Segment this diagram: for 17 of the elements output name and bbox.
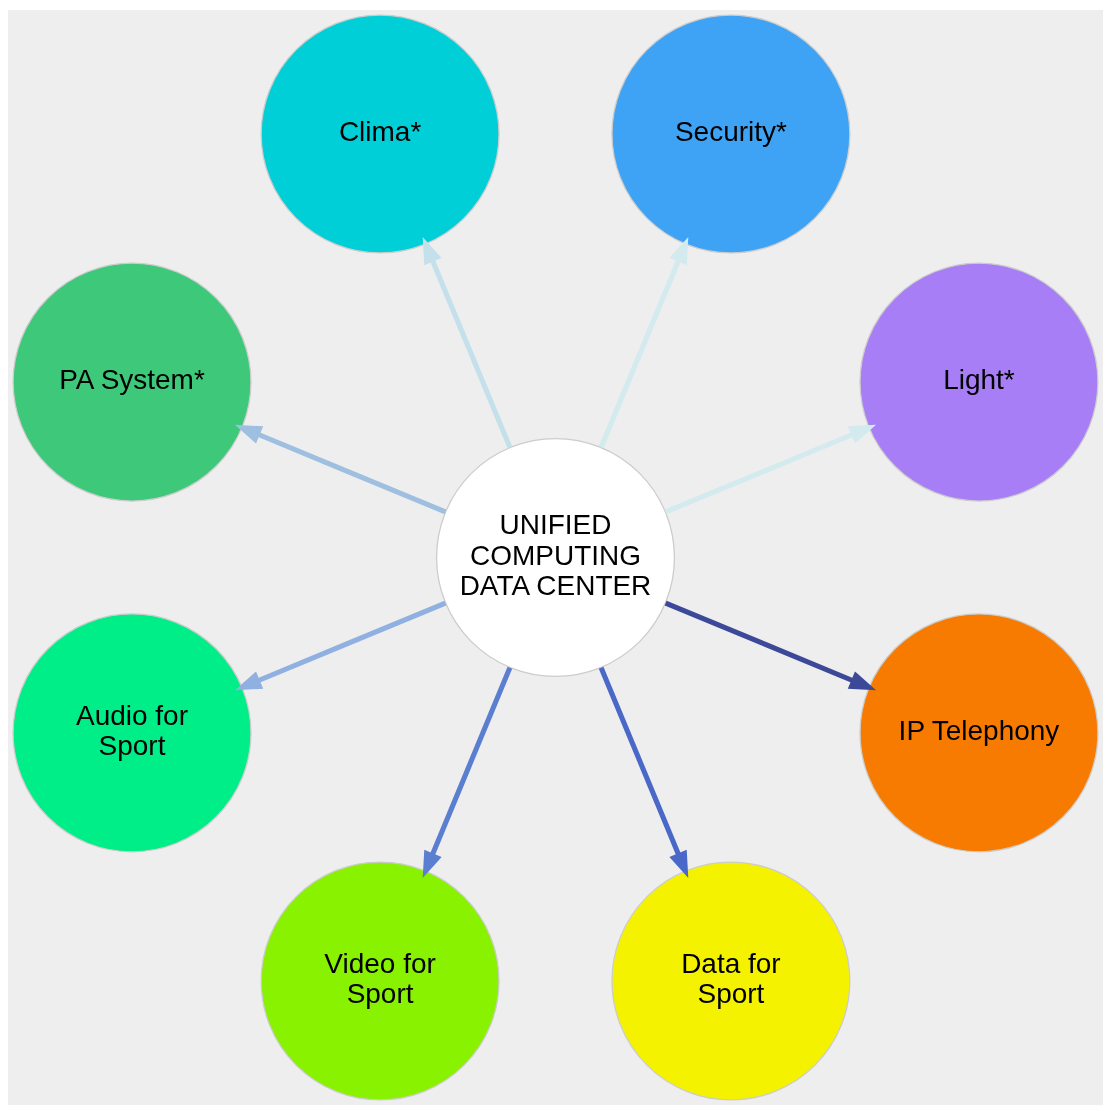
arrow: [598, 666, 689, 879]
node-circle: Security*: [611, 14, 851, 254]
arrow: [664, 600, 877, 691]
node-circle: Data for Sport: [611, 861, 851, 1101]
node-circle: Audio for Sport: [12, 613, 252, 853]
node-circle: Video for Sport: [260, 861, 500, 1101]
node-circle: UNIFIED COMPUTING DATA CENTER: [435, 437, 676, 678]
arrow: [422, 666, 513, 879]
arrow: [234, 600, 447, 691]
node-circle: PA System*: [12, 262, 252, 502]
arrow: [422, 236, 513, 449]
arrow: [664, 424, 877, 515]
arrow: [234, 424, 447, 515]
node-circle: Light*: [859, 262, 1099, 502]
node-circle: IP Telephony: [859, 613, 1099, 853]
arrow: [598, 236, 689, 449]
node-circle: Clima*: [260, 14, 500, 254]
